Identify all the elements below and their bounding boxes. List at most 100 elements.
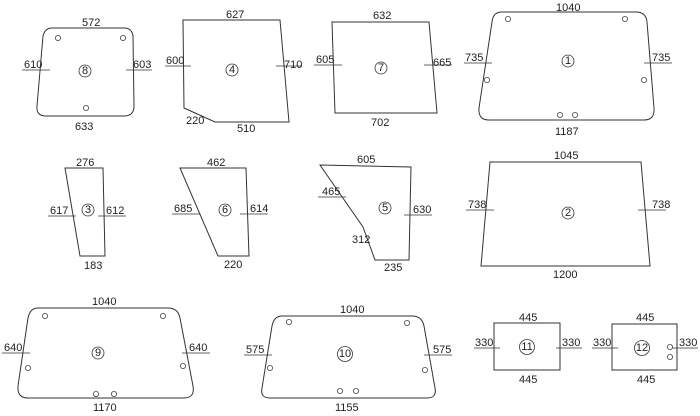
panel-9-right-dim: 640 (189, 342, 207, 354)
mounting-hole (336, 387, 343, 394)
panel-10-right-dim: 575 (433, 344, 451, 356)
panel-2-left-dim: 738 (468, 199, 486, 211)
panel-9-top-dim: 1040 (92, 296, 116, 308)
panel-9-left-dim: 640 (4, 342, 22, 354)
panel-4-right-dim: 710 (284, 59, 302, 71)
panel-5-right-dim: 630 (413, 204, 431, 216)
panel-6-bottom-dim: 220 (224, 259, 242, 271)
panel-8-number: 8 (82, 65, 88, 77)
panel-7-number-circle (374, 61, 388, 75)
panel-5-bottom-dim: 235 (384, 262, 402, 274)
panel-3: 3 276 617 612 183 (48, 157, 126, 272)
panel-1-bottom-dim: 1187 (555, 126, 579, 138)
panel-12-outline (611, 323, 678, 371)
panel-12: 12 445 330 330 445 (592, 312, 698, 386)
panel-1-outline (478, 11, 655, 121)
mounting-hole (667, 343, 674, 350)
mounting-hole (504, 15, 511, 22)
mounting-hole (24, 364, 31, 371)
panel-7: 7 632 605 665 702 (314, 10, 452, 129)
panel-10-outline (261, 315, 436, 399)
panel-4-number-circle (225, 63, 239, 77)
panel-1-right-dim: 735 (652, 52, 670, 64)
panel-4-outline (182, 19, 290, 123)
panel-10-number-circle (337, 346, 353, 362)
panel-1-top-dim: 1040 (556, 2, 580, 14)
panel-5-number: 5 (382, 202, 388, 214)
panel-2-bottom-dim: 1200 (553, 269, 577, 281)
panel-6-outline (179, 167, 250, 257)
mounting-hole (285, 318, 292, 325)
panel-11-top-dim: 445 (519, 312, 537, 324)
panel-2: 2 1045 738 738 1200 (466, 150, 670, 281)
mounting-hole (83, 105, 90, 112)
mounting-hole (120, 35, 127, 42)
panel-4-bottom-dim: 510 (237, 123, 255, 135)
panel-3-number-circle (81, 203, 95, 217)
panel-9-bottom-dim: 1170 (93, 402, 117, 414)
panel-11-number-circle (519, 339, 535, 355)
panel-3-bottom-dim: 183 (84, 260, 102, 272)
panel-6-left-dim: 685 (174, 203, 192, 215)
panel-9-outline (17, 307, 194, 399)
panel-7-top-dim: 632 (373, 10, 391, 22)
panel-10: 10 1040 575 575 1155 (244, 304, 452, 414)
panel-5-top-dim: 605 (357, 154, 375, 166)
panel-11-outline (493, 322, 561, 371)
mounting-hole (159, 312, 166, 319)
panel-6-right-dim: 614 (250, 203, 268, 215)
panel-3-left-dim: 617 (50, 205, 68, 217)
panel-11: 11 445 330 330 445 (474, 312, 582, 386)
panel-2-top-dim: 1045 (554, 150, 578, 162)
panel-5-outline (319, 164, 412, 261)
mounting-hole (483, 77, 490, 84)
panel-8-right-dim: 603 (133, 59, 151, 71)
panel-5-left-dim: 465 (322, 186, 340, 198)
panel-9-number-circle (91, 346, 105, 360)
panel-12-right-dim: 330 (679, 337, 697, 349)
panel-4-number: 4 (229, 64, 235, 76)
panel-10-left-dim: 575 (246, 344, 264, 356)
mounting-hole (421, 366, 428, 373)
panel-9-number: 9 (95, 347, 101, 359)
panel-6-number-circle (218, 203, 232, 217)
panel-4-top-dim: 627 (226, 9, 244, 21)
panel-5-number-circle (378, 201, 392, 215)
panel-3-number: 3 (85, 204, 91, 216)
panel-8-left-dim: 610 (24, 59, 42, 71)
panel-8-number-circle (78, 64, 92, 78)
panel-7-left-dim: 605 (316, 54, 334, 66)
panel-1-left-dim: 735 (465, 52, 483, 64)
panel-3-right-dim: 612 (106, 205, 124, 217)
panel-6-top-dim: 462 (207, 157, 225, 169)
panel-10-bottom-dim: 1155 (335, 402, 359, 414)
panel-12-number-circle (634, 340, 650, 356)
panel-10-number: 10 (339, 348, 351, 360)
panel-3-top-dim: 276 (76, 157, 94, 169)
panel-1-number-circle (561, 54, 575, 68)
panel-6-number: 6 (222, 204, 228, 216)
panel-11-right-dim: 330 (562, 337, 580, 349)
panel-5-diagonal-dim: 312 (352, 234, 370, 246)
panel-7-right-dim: 665 (433, 57, 451, 69)
panel-12-number: 12 (636, 342, 648, 354)
panel-2-outline (480, 161, 651, 267)
panel-6: 6 462 685 614 220 (172, 157, 268, 271)
panel-5: 5 605 465 630 312 235 (318, 154, 432, 274)
mounting-hole (93, 390, 100, 397)
panel-11-left-dim: 330 (475, 337, 493, 349)
panel-12-top-dim: 445 (636, 312, 654, 324)
panel-3-outline (64, 167, 106, 257)
panel-2-number: 2 (565, 207, 571, 219)
panel-8-outline (36, 27, 135, 117)
panel-8-top-dim: 572 (82, 17, 100, 29)
panel-4-left-dim: 600 (166, 55, 184, 67)
mounting-hole (622, 15, 629, 22)
panel-4-diagonal-dim: 220 (186, 115, 204, 127)
mounting-hole (266, 364, 273, 371)
panel-1: 1 1040 735 735 1187 (464, 2, 672, 138)
mounting-hole (667, 353, 674, 360)
mounting-hole (42, 312, 49, 319)
panel-8-bottom-dim: 633 (75, 121, 93, 133)
